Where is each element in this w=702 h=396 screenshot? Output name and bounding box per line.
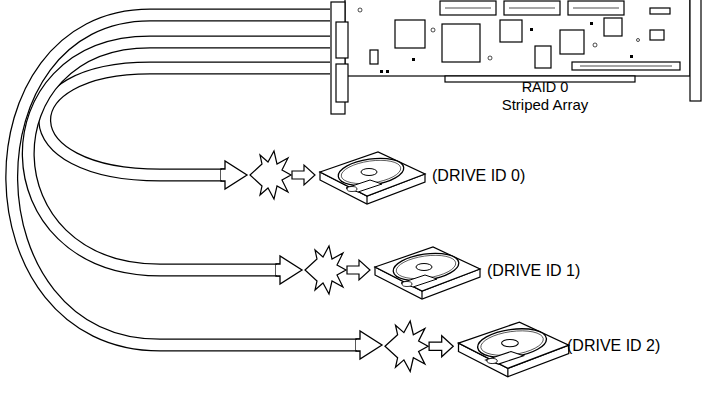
hard-drive (250, 151, 425, 204)
drive-node: (DRIVE ID 2) (385, 320, 660, 378)
drive-label: (DRIVE ID 2) (567, 336, 660, 356)
ribbon-cable (45, 68, 330, 189)
raid-controller-card (331, 0, 701, 114)
ribbon-cable (12, 15, 382, 359)
card-details (358, 8, 672, 66)
ribbon-cable (28, 42, 330, 284)
drive-node: (DRIVE ID 1) (305, 245, 580, 303)
controller-card: RAID 0Striped Array (330, 0, 702, 118)
hard-drive (305, 246, 480, 299)
hard-drive (385, 321, 569, 377)
drive-label: (DRIVE ID 1) (487, 261, 580, 281)
card-dots (380, 22, 633, 73)
drive-node: (DRIVE ID 0) (250, 150, 525, 208)
card-label: RAID 0 (480, 78, 610, 96)
drive-label: (DRIVE ID 0) (432, 166, 525, 186)
card-label: Striped Array (480, 96, 610, 114)
